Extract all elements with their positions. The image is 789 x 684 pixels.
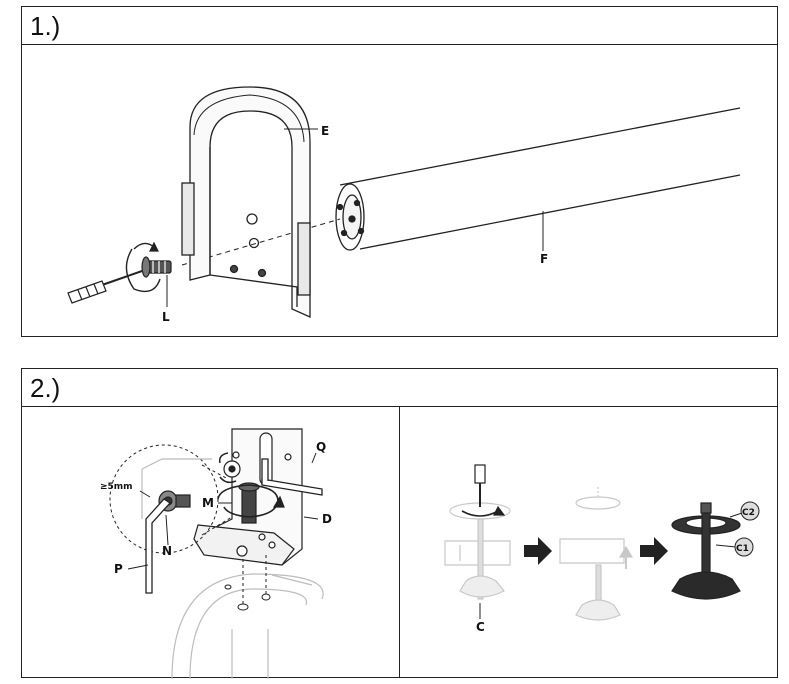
label-m: M <box>202 496 214 510</box>
step-1-header: 1.) <box>22 7 777 45</box>
clamp-stage-2 <box>559 487 634 621</box>
step-2-left-illustration: Q M D N P ≥5mm <box>100 428 332 680</box>
stage-3-callouts <box>715 501 760 557</box>
label-n: N <box>162 544 172 558</box>
step-2-panel: 2.) <box>21 368 778 680</box>
label-c2: C2 <box>742 508 755 518</box>
label-l: L <box>162 310 170 324</box>
hex-key-q <box>261 458 323 496</box>
label-f: F <box>540 252 548 266</box>
detail-circle <box>109 444 233 554</box>
stage-1-screwdriver <box>461 464 506 517</box>
arch-bracket-e <box>181 86 311 319</box>
step-2-header: 2.) <box>22 369 777 407</box>
clamp-stage-3 <box>671 502 741 600</box>
step-1-callouts <box>166 128 544 307</box>
step-2-number: 2.) <box>30 373 61 403</box>
screw-path-dashes <box>242 555 267 605</box>
bolt-m <box>217 482 285 524</box>
arrow-1 <box>524 537 552 565</box>
screw-l <box>125 241 172 293</box>
label-q: Q <box>316 440 326 454</box>
label-e: E <box>321 124 329 138</box>
step-2-right-illustration: C C2 C1 <box>444 464 760 634</box>
label-p: P <box>114 562 123 576</box>
label-c: C <box>476 620 485 634</box>
rotation-knob <box>218 452 241 484</box>
screwdriver <box>67 270 143 304</box>
step-1-illustration: E F L <box>67 86 741 324</box>
step-1-panel: 1.) <box>21 6 778 337</box>
label-gap: ≥5mm <box>100 482 133 492</box>
tube-f <box>335 107 741 251</box>
hex-key-p <box>145 498 171 594</box>
lower-screws <box>224 584 271 611</box>
stand-base <box>171 573 324 680</box>
label-d: D <box>322 512 332 526</box>
step-1-number: 1.) <box>30 11 61 41</box>
label-c1: C1 <box>736 544 749 554</box>
step-2-divider <box>399 407 400 677</box>
detail-contents <box>141 458 212 519</box>
clamp-stage-1 <box>444 502 511 600</box>
step-2-left-callouts <box>127 452 319 570</box>
arrow-2 <box>640 537 668 565</box>
